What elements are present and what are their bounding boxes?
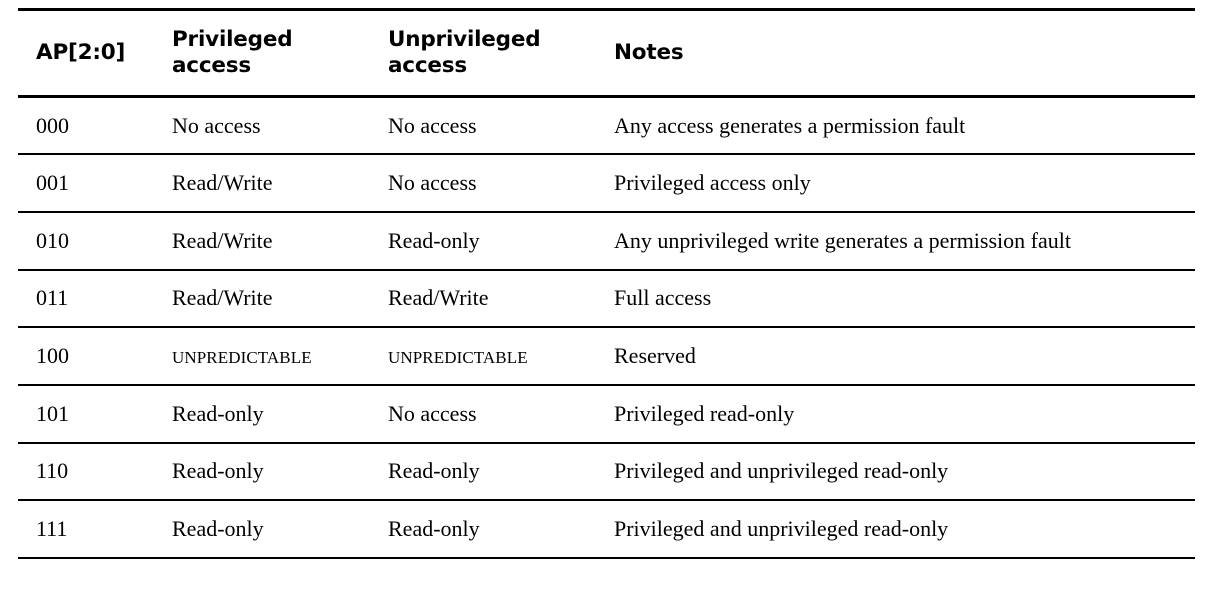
table-header: AP[2:0] Privileged access Unprivileged a… (18, 8, 1195, 98)
table-row: 001 Read/Write No access Privileged access … (18, 154, 1195, 213)
cell-privileged-access-text: No access (172, 112, 261, 138)
cell-notes: Any access generates a permission fault (614, 96, 1195, 156)
cell-ap-value: 110 (18, 442, 172, 502)
access-permissions-table: AP[2:0] Privileged access Unprivileged a… (18, 8, 1195, 559)
cell-ap-value: 001 (18, 154, 172, 213)
cell-privileged-access: Read/Write (172, 269, 388, 329)
cell-ap-value: 011 (18, 269, 172, 329)
table-row: 111 Read-only Read-only Privileged and unpr… (18, 500, 1195, 559)
cell-ap-value-text: 110 (36, 458, 69, 484)
column-header-privileged-access: Privileged access (172, 8, 388, 98)
cell-ap-value: 100 (18, 327, 172, 386)
table-row: 110 Read-only Read-only Privileged and unpr… (18, 442, 1195, 502)
cell-notes-text: Privileged access only (614, 169, 811, 195)
table-row: 101 Read-only No access Privileged read-onl… (18, 384, 1195, 444)
cell-notes-text: Privileged read-only (614, 400, 795, 426)
table-header-row: AP[2:0] Privileged access Unprivileged a… (18, 8, 1195, 98)
cell-unprivileged-access: No access (388, 154, 614, 213)
cell-notes: Reserved (614, 327, 1195, 386)
cell-privileged-access: UNPREDICTABLE (172, 327, 388, 386)
cell-ap-value-text: 111 (36, 516, 68, 542)
column-header-unprivileged-access: Unprivileged access (388, 8, 614, 98)
cell-privileged-access-text: Read/Write (172, 169, 273, 195)
cell-ap-value: 111 (18, 500, 172, 559)
cell-notes: Privileged read-only (614, 384, 1195, 444)
cell-privileged-access: No access (172, 96, 388, 156)
cell-notes-text: Any access generates a permission fault (614, 112, 966, 138)
cell-notes: Privileged access only (614, 154, 1195, 213)
cell-ap-value-text: 011 (36, 285, 69, 311)
cell-unprivileged-access: UNPREDICTABLE (388, 327, 614, 386)
cell-ap-value: 010 (18, 211, 172, 271)
table-body: 000 No access No access Any access generate… (18, 96, 1195, 559)
cell-privileged-access: Read-only (172, 500, 388, 559)
cell-privileged-access: Read-only (172, 442, 388, 502)
column-header-privileged-line2: access (172, 52, 251, 78)
cell-notes-text: Privileged and unprivileged read-only (614, 458, 949, 484)
cell-unprivileged-access-text: No access (388, 169, 477, 195)
cell-unprivileged-access: No access (388, 96, 614, 156)
column-header-ap: AP[2:0] (18, 8, 172, 98)
column-header-notes: Notes (614, 8, 1195, 98)
cell-notes: Privileged and unprivileged read-only (614, 442, 1195, 502)
cell-ap-value: 101 (18, 384, 172, 444)
cell-privileged-access-text: Read/Write (172, 227, 273, 253)
cell-ap-value-text: 101 (36, 400, 69, 426)
cell-unprivileged-access-text: UNPREDICTABLE (388, 348, 528, 367)
cell-privileged-access: Read/Write (172, 154, 388, 213)
cell-notes-text: Any unprivileged write generates a permi… (614, 227, 1071, 253)
cell-notes-text: Privileged and unprivileged read-only (614, 516, 949, 542)
cell-unprivileged-access: Read/Write (388, 269, 614, 329)
cell-privileged-access-text: Read/Write (172, 285, 273, 311)
table-row: 010 Read/Write Read-only Any unprivileged w… (18, 211, 1195, 271)
cell-notes: Any unprivileged write generates a permi… (614, 211, 1195, 271)
table-row: 000 No access No access Any access generate… (18, 96, 1195, 156)
cell-unprivileged-access-text: No access (388, 112, 477, 138)
table-row: 100 UNPREDICTABLE UNPREDICTABLE Reserved (18, 327, 1195, 386)
cell-ap-value: 000 (18, 96, 172, 156)
column-header-unprivileged-line2: access (388, 52, 467, 78)
cell-unprivileged-access-text: No access (388, 400, 477, 426)
cell-notes: Privileged and unprivileged read-only (614, 500, 1195, 559)
column-header-privileged-line1: Privileged (172, 27, 293, 53)
cell-privileged-access-text: Read-only (172, 458, 264, 484)
cell-unprivileged-access-text: Read-only (388, 227, 480, 253)
column-header-notes-line1: Notes (614, 39, 684, 65)
column-header-unprivileged-line1: Unprivileged (388, 27, 541, 53)
cell-privileged-access-text: UNPREDICTABLE (172, 348, 312, 367)
cell-notes-text: Reserved (614, 343, 696, 368)
cell-notes: Full access (614, 269, 1195, 329)
cell-privileged-access-text: Read-only (172, 400, 264, 426)
cell-unprivileged-access: No access (388, 384, 614, 444)
cell-unprivileged-access-text: Read/Write (388, 285, 489, 311)
cell-ap-value-text: 001 (36, 169, 69, 195)
cell-unprivileged-access-text: Read-only (388, 516, 480, 542)
cell-unprivileged-access: Read-only (388, 211, 614, 271)
table-row: 011 Read/Write Read/Write Full access (18, 269, 1195, 329)
cell-notes-text: Full access (614, 285, 712, 311)
cell-unprivileged-access: Read-only (388, 442, 614, 502)
cell-privileged-access: Read-only (172, 384, 388, 444)
access-permissions-table-container: AP[2:0] Privileged access Unprivileged a… (18, 8, 1195, 559)
cell-ap-value-text: 000 (36, 112, 69, 138)
cell-ap-value-text: 010 (36, 227, 69, 253)
cell-unprivileged-access: Read-only (388, 500, 614, 559)
column-header-ap-line1: AP[2:0] (36, 39, 126, 65)
cell-ap-value-text: 100 (36, 343, 69, 368)
cell-privileged-access: Read/Write (172, 211, 388, 271)
cell-privileged-access-text: Read-only (172, 516, 264, 542)
cell-unprivileged-access-text: Read-only (388, 458, 480, 484)
